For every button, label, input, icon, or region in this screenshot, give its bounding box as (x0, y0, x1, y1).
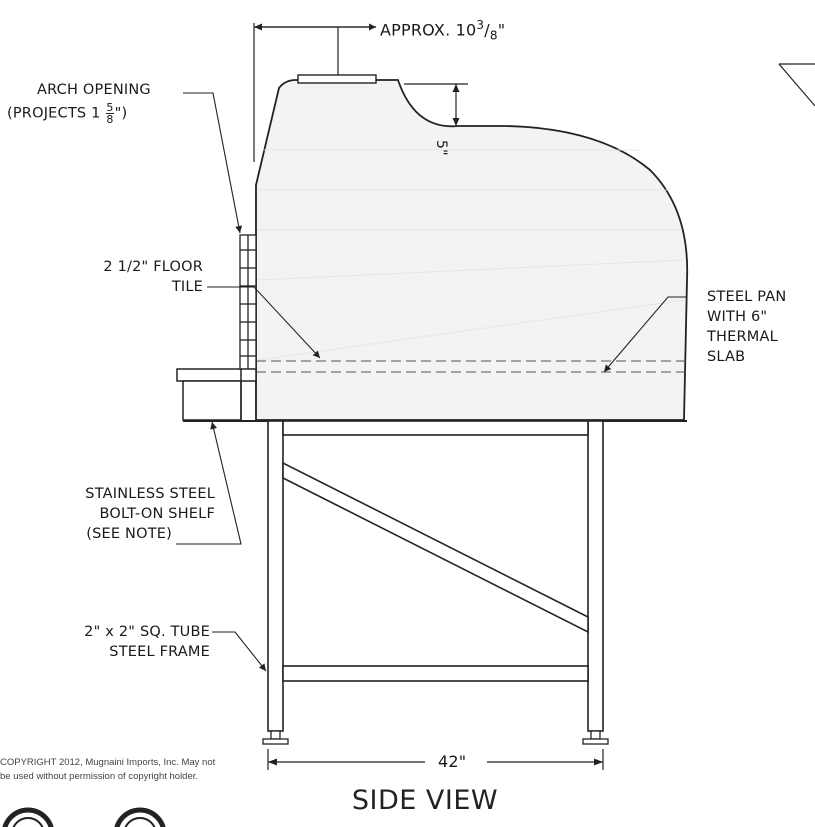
certification-logos (2, 807, 166, 827)
view-title: SIDE VIEW (351, 785, 499, 816)
approx-dimension-label: APPROX. 103/8" (380, 18, 506, 43)
chimney-cap (297, 74, 377, 84)
shelf-label: STAINLESS STEEL BOLT-ON SHELF (SEE NOTE) (85, 486, 215, 542)
floor-tile-label: 2 1/2" FLOOR TILE (103, 259, 203, 295)
oven-dome (255, 79, 689, 421)
copyright-notice: COPYRIGHT 2012, Mugnaini Imports, Inc. M… (0, 757, 216, 782)
frame-label: 2" x 2" SQ. TUBE STEEL FRAME (84, 624, 210, 660)
steel-frame (267, 420, 604, 732)
steel-pan-label: STEEL PAN WITH 6" THERMAL SLAB (707, 289, 787, 365)
shelf (176, 368, 257, 421)
width-dimension-label: 42" (438, 752, 467, 771)
leveling-feet (262, 730, 609, 745)
dome-drop-label: 5" (433, 140, 449, 156)
arch-opening-label: ARCH OPENING (PROJECTS 1 5 8 ") (7, 82, 151, 126)
arch-opening (239, 234, 257, 371)
